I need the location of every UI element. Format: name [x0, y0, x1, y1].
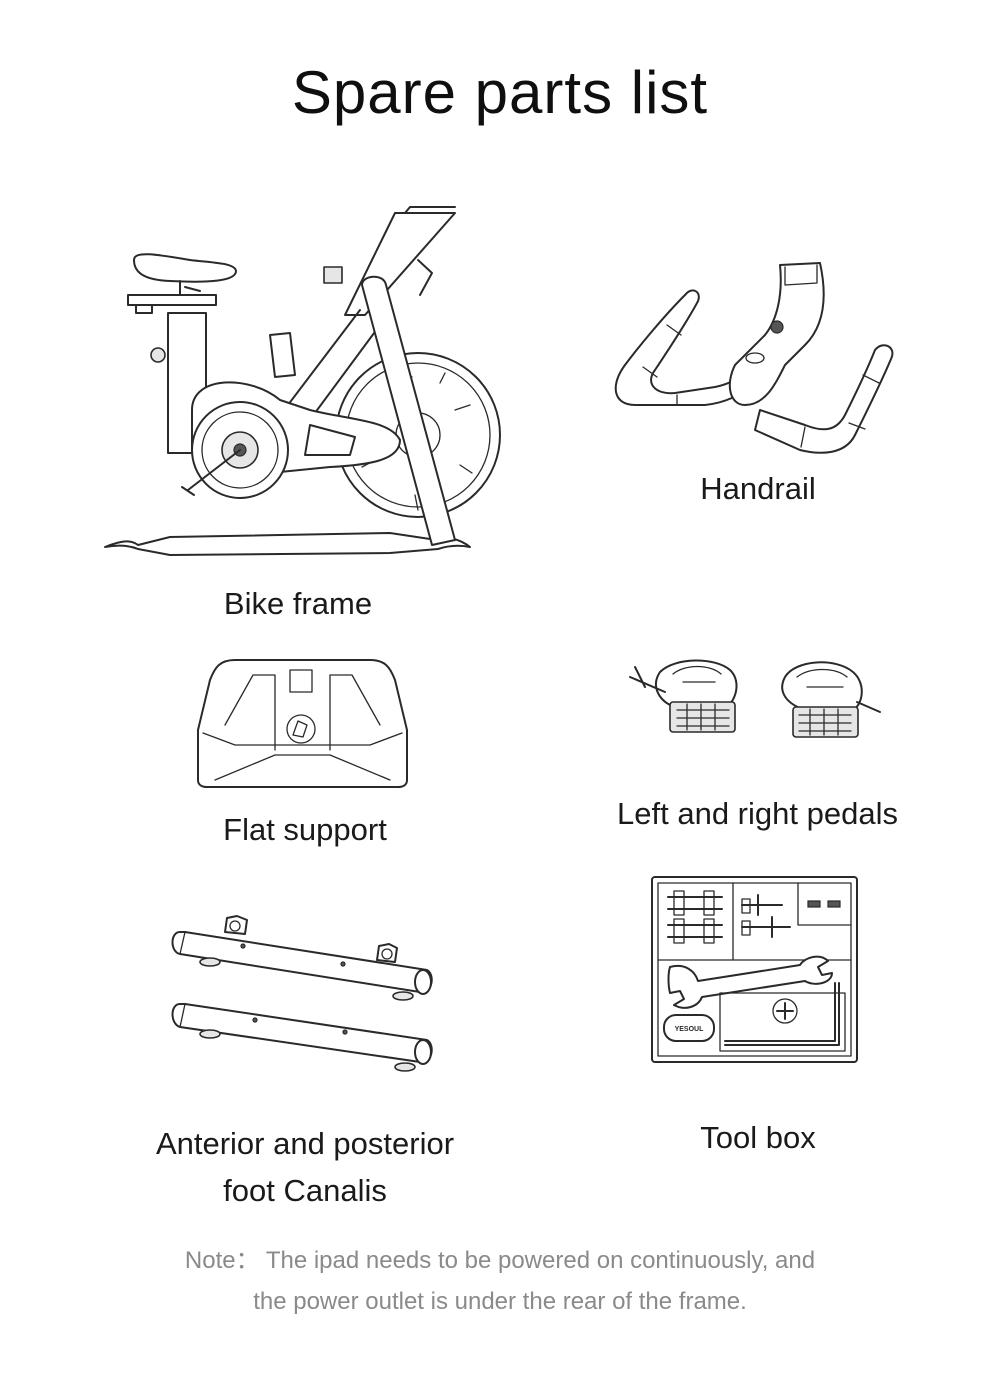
handrail-label: Handrail — [700, 471, 816, 506]
page-title: Spare parts list — [291, 59, 709, 126]
tool-box-label: Tool box — [700, 1120, 816, 1155]
tool-box-icon: YESOUL — [651, 876, 858, 1063]
foot-canalis-label-line2: foot Canalis — [223, 1173, 387, 1208]
pedals-label: Left and right pedals — [617, 796, 898, 831]
bike-frame-icon — [104, 206, 501, 556]
bike-frame-label: Bike frame — [223, 586, 373, 621]
note-line-1: Note： The ipad needs to be powered on co… — [184, 1247, 816, 1274]
foot-canalis-label-line1: Anterior and posterior — [155, 1126, 455, 1161]
pedals-icon — [629, 659, 881, 738]
foot-canalis-icon — [171, 915, 433, 1072]
flat-support-label: Flat support — [223, 812, 387, 847]
flat-support-icon — [197, 659, 408, 788]
foot-canalis-label: Anterior and posterior foot Canalis — [105, 1120, 505, 1214]
handrail-icon — [614, 262, 894, 454]
footer-note: Note： The ipad needs to be powered on co… — [0, 1240, 1000, 1322]
tool-box-brand: YESOUL — [675, 1026, 705, 1033]
note-line-2: the power outlet is under the rear of th… — [253, 1288, 747, 1315]
